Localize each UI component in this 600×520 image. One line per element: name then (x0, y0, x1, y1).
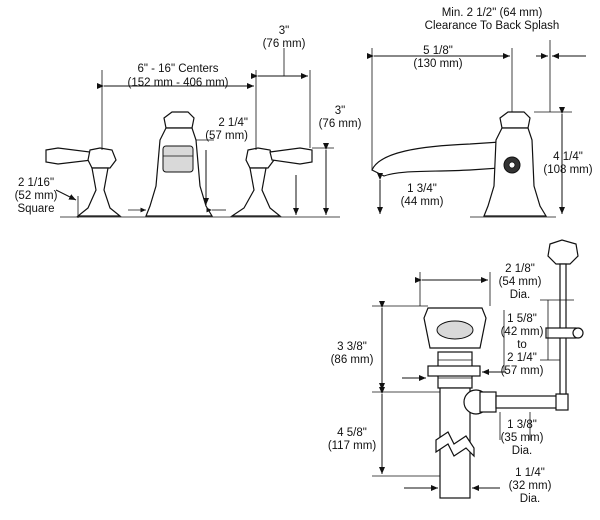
svg-text:2 1/8"(54 mm)Dia.: 2 1/8"(54 mm)Dia. (499, 263, 542, 301)
handle-height-line2: (57 mm) (205, 130, 248, 142)
dimension-labels: 6" - 16" Centers(152 mm - 406 mm) 3"(76 … (15, 7, 593, 505)
svg-text:2 1/4"(57 mm): 2 1/4"(57 mm) (205, 117, 248, 142)
tail-dia-line1: 1 1/4" (515, 467, 545, 479)
side3-line1: 3" (335, 105, 345, 117)
outlet-dia-line1: 1 3/8" (507, 419, 537, 431)
drain-body-line1: 3 3/8" (337, 341, 367, 353)
top3-line1: 3" (279, 25, 289, 37)
centers-line2: (152 mm - 406 mm) (128, 77, 229, 89)
drain-body-line2: (86 mm) (331, 354, 374, 366)
reach-line2: (130 mm) (413, 58, 462, 70)
top3-line2: (76 mm) (263, 38, 306, 50)
faucet-front-view (45, 48, 340, 218)
svg-text:1 5/8"(42 mm)to2 1/4"(57 mm): 1 5/8"(42 mm)to2 1/4"(57 mm) (501, 313, 544, 377)
svg-text:5 1/8"(130 mm): 5 1/8"(130 mm) (413, 45, 462, 70)
centers-line1: 6" - 16" Centers (137, 63, 218, 75)
spout-clear-line2: (44 mm) (401, 196, 444, 208)
deck-line1: 1 5/8" (507, 313, 537, 325)
outlet-dia-line2: (35 mm) (501, 432, 544, 444)
svg-text:4 1/4"(108 mm): 4 1/4"(108 mm) (543, 151, 592, 176)
deck-line3: to (517, 339, 527, 351)
svg-text:3 3/8"(86 mm): 3 3/8"(86 mm) (331, 341, 374, 366)
tail-dia-line3: Dia. (520, 493, 540, 505)
deck-line4: 2 1/4" (507, 352, 537, 364)
tail-dia-line2: (32 mm) (509, 480, 552, 492)
clearance-line2: Clearance To Back Splash (425, 20, 560, 32)
svg-text:6" - 16" Centers(152 mm - 406: 6" - 16" Centers (152 mm - 406 mm) (128, 63, 229, 89)
svg-text:Min. 2 1/2" (64 mm)Clearance T: Min. 2 1/2" (64 mm)Clearance To Back Spl… (425, 7, 560, 32)
deck-line2: (42 mm) (501, 326, 544, 338)
side3-line2: (76 mm) (319, 118, 362, 130)
deck-line5: (57 mm) (501, 365, 544, 377)
svg-text:4 5/8"(117 mm): 4 5/8"(117 mm) (328, 427, 377, 452)
base-line1: 2 1/16" (18, 177, 54, 189)
left-handle (45, 147, 122, 217)
spout-clear-line1: 1 3/4" (407, 183, 437, 195)
svg-text:3"(76 mm): 3"(76 mm) (319, 105, 362, 130)
reach-line1: 5 1/8" (423, 45, 453, 57)
svg-text:1 3/8"(35 mm)Dia.: 1 3/8"(35 mm)Dia. (501, 419, 544, 457)
drain-dia-line3: Dia. (510, 289, 530, 301)
svg-text:3"(76 mm): 3"(76 mm) (263, 25, 306, 50)
drain-dia-line2: (54 mm) (499, 276, 542, 288)
drain-assembly (372, 239, 584, 499)
svg-text:1 3/4"(44 mm): 1 3/4"(44 mm) (401, 183, 444, 208)
spout-side-view (367, 40, 586, 218)
svg-text:2 1/16"(52 mm)Square: 2 1/16"(52 mm)Square (15, 177, 58, 215)
handle-height-line1: 2 1/4" (218, 117, 248, 129)
spout-height-line2: (108 mm) (543, 164, 592, 176)
right-handle (230, 147, 313, 217)
tail-length-line2: (117 mm) (328, 440, 377, 452)
spout-height-line1: 4 1/4" (553, 151, 583, 163)
tail-length-line1: 4 5/8" (337, 427, 367, 439)
center-spout (145, 111, 214, 217)
base-line3: Square (17, 203, 54, 215)
clearance-line1: Min. 2 1/2" (64 mm) (442, 7, 543, 19)
base-line2: (52 mm) (15, 190, 58, 202)
svg-text:1 1/4"(32 mm)Dia.: 1 1/4"(32 mm)Dia. (509, 467, 552, 505)
drain-dia-line1: 2 1/8" (505, 263, 535, 275)
outlet-dia-line3: Dia. (512, 445, 532, 457)
